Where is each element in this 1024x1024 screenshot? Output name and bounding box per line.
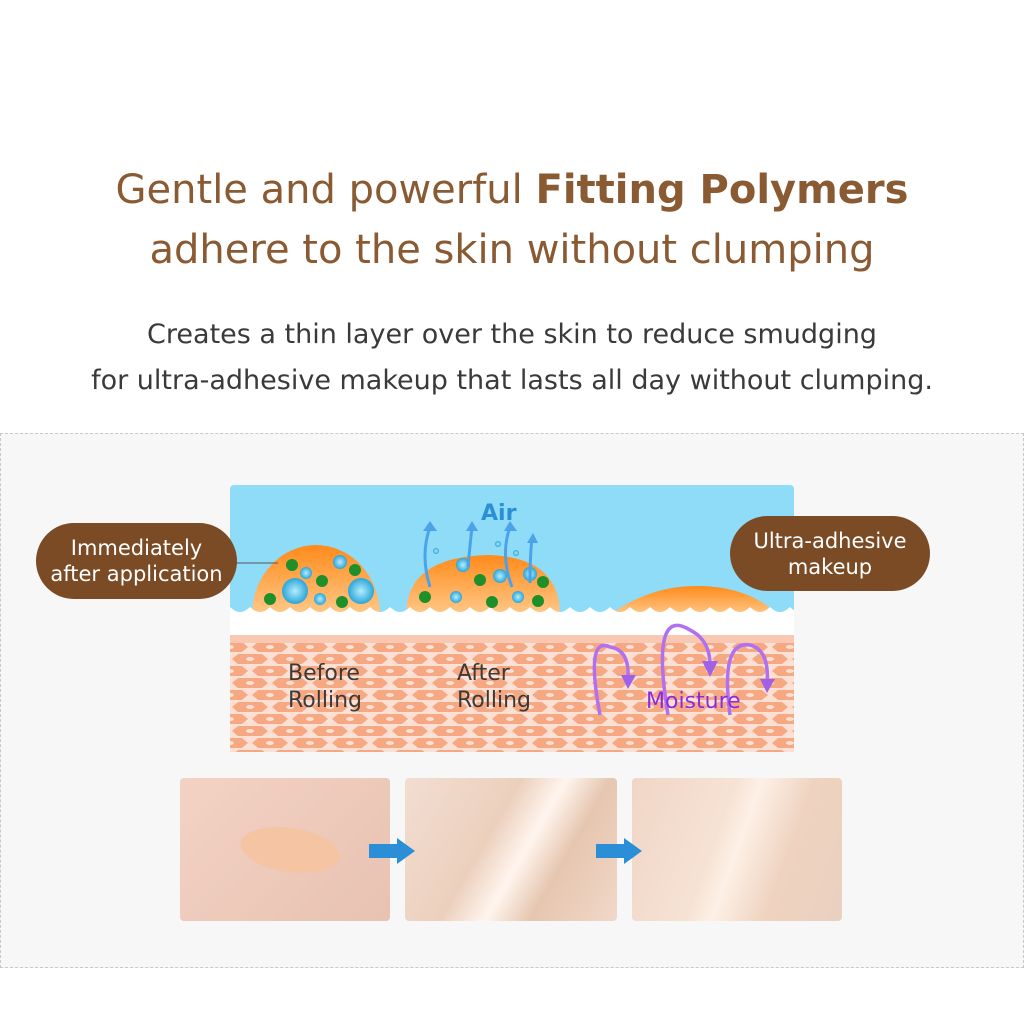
moisture-arrows-icon (592, 623, 770, 716)
air-bubbles (282, 541, 537, 605)
subheading-line-2: for ultra-adhesive makeup that lasts all… (91, 365, 933, 396)
dome-ultra (610, 585, 778, 615)
moisture-label: Moisture (646, 689, 741, 714)
subheading-line-1: Creates a thin layer over the skin to re… (147, 319, 877, 350)
skin-diagram (230, 485, 794, 752)
right-arrow-icon (596, 838, 642, 864)
photo-after-rolling (632, 778, 842, 921)
right-arrow-icon (369, 838, 415, 864)
air-label: Air (481, 501, 517, 526)
photo-before-rolling (180, 778, 390, 921)
heading-line-2: adhere to the skin without clumping (149, 227, 875, 273)
green-particles (264, 559, 549, 608)
heading-line-1: Gentle and powerful Fitting Polymers (115, 167, 909, 213)
photo-during-rolling (405, 778, 617, 921)
